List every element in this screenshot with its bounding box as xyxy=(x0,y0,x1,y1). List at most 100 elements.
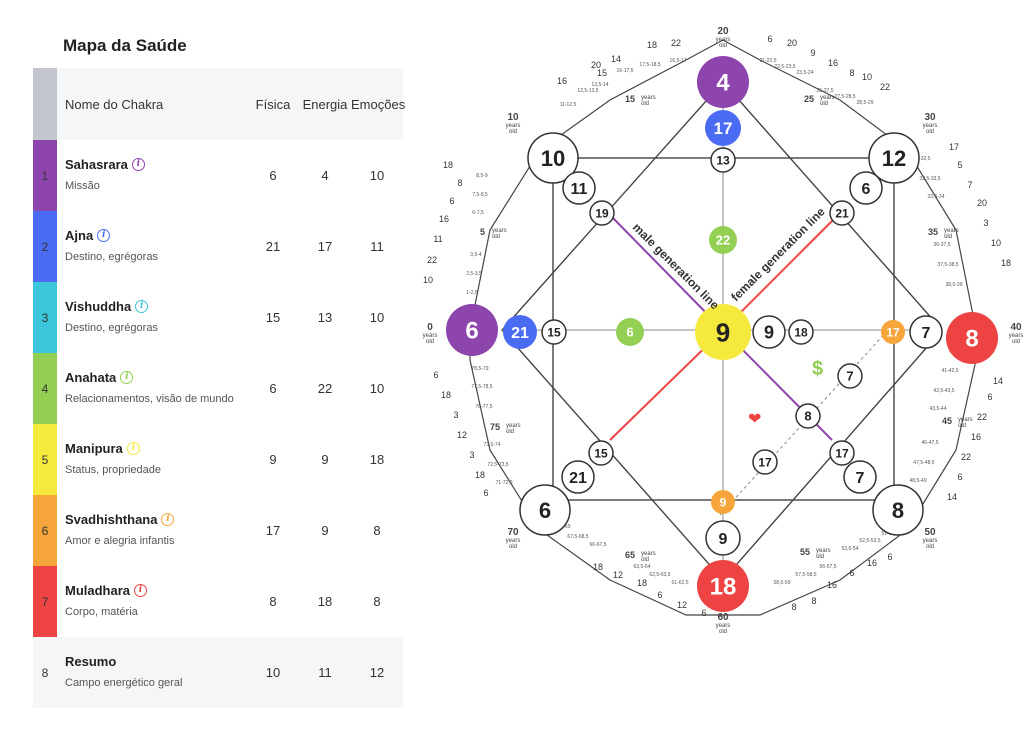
tick-label: 13,5-14 xyxy=(592,82,609,88)
age-label: 5 xyxy=(480,227,485,237)
tick-label: 22 xyxy=(977,412,987,422)
age-label: 70 xyxy=(507,527,519,538)
tick-label: 67,5-68,5 xyxy=(567,534,588,540)
chakra-description: Destino, egrégoras xyxy=(65,321,158,334)
age-years-label: years xyxy=(1009,333,1024,339)
circle-value: 8 xyxy=(965,326,978,353)
tick-label: 16 xyxy=(867,558,877,568)
tick-label: 17,5-18,5 xyxy=(639,62,660,68)
chakra-number: 3 xyxy=(33,282,57,353)
tick-label: 6 xyxy=(701,608,706,618)
dollar-icon: $ xyxy=(812,358,823,380)
circle-top-3: 13 xyxy=(710,147,736,173)
info-icon[interactable]: i xyxy=(97,228,111,242)
chakra-name: Svadhishthana xyxy=(65,511,158,527)
circle-value: 7 xyxy=(846,369,853,384)
tick-label: 8 xyxy=(849,68,854,78)
circle-center: 9 xyxy=(695,304,751,360)
age-old-label: old xyxy=(1012,339,1020,345)
tick-label: 27,5-28,5 xyxy=(834,94,855,100)
info-icon[interactable]: i xyxy=(126,441,140,455)
tick-label: 20 xyxy=(787,38,797,48)
age-old-label: old xyxy=(820,101,828,107)
header-energia: Energia xyxy=(302,96,348,112)
tick-label: 18 xyxy=(475,470,485,480)
circle-value: 9 xyxy=(720,495,727,509)
age-years-label: years xyxy=(506,123,521,129)
circle-value: 7 xyxy=(922,325,931,342)
age-label: 60 xyxy=(717,612,729,623)
circle-value: 17 xyxy=(886,325,900,339)
circle-value: 17 xyxy=(835,446,849,460)
circle-bl-3: 15 xyxy=(588,440,614,466)
circle-value: 6 xyxy=(465,318,478,345)
circle-top-right: 12 xyxy=(868,132,920,184)
tick-label: 56-57,5 xyxy=(820,564,837,570)
age-label: 55 xyxy=(800,547,810,557)
age-label: 65 xyxy=(625,550,635,560)
circle-value: 10 xyxy=(541,146,565,171)
age-old-label: old xyxy=(641,101,649,107)
info-icon[interactable]: i xyxy=(120,370,134,384)
circle-tr-2: 6 xyxy=(849,171,883,205)
tick-label: 16 xyxy=(439,214,449,224)
chakra-number: 2 xyxy=(33,211,57,282)
circle-left: 6 xyxy=(446,304,498,356)
tick-label: 10 xyxy=(423,275,433,285)
circle-right-2: 7 xyxy=(909,315,943,349)
age-years-label: years xyxy=(423,333,438,339)
chakra-number: 6 xyxy=(33,495,57,566)
circle-value: 13 xyxy=(716,153,730,167)
circle-value: 6 xyxy=(626,325,633,340)
tick-label: 22,5-23,5 xyxy=(774,64,795,70)
tick-label: 6 xyxy=(657,590,662,600)
tick-label: 22 xyxy=(961,452,971,462)
circle-value: 8 xyxy=(804,409,811,424)
chakra-description: Amor e alegria infantis xyxy=(65,534,175,547)
chakra-description: Campo energético geral xyxy=(65,676,183,689)
age-years-label: years xyxy=(816,548,831,554)
tick-label: 23,5-24 xyxy=(797,70,814,76)
tick-label: 12,5-13,5 xyxy=(577,88,598,94)
age-old-label: old xyxy=(958,423,966,429)
age-old-label: old xyxy=(492,234,500,240)
tick-label: 10 xyxy=(991,238,1001,248)
age-old-label: old xyxy=(509,129,517,135)
chakra-number: 1 xyxy=(33,140,57,211)
chakra-description: Relacionamentos, visão de mundo xyxy=(65,392,234,405)
tick-label: 22 xyxy=(427,255,437,265)
circle-value: 4 xyxy=(716,70,730,97)
info-icon[interactable]: i xyxy=(135,299,149,313)
tick-label: 18 xyxy=(441,390,451,400)
tick-label: 61-62,5 xyxy=(672,580,689,586)
info-icon[interactable]: i xyxy=(134,583,148,597)
value-v2: 22 xyxy=(317,381,333,396)
age-label: 50 xyxy=(924,527,936,538)
circle-value: 11 xyxy=(571,181,588,198)
tick-label: 6 xyxy=(887,552,892,562)
value-v3: 11 xyxy=(370,239,384,254)
tick-label: 11 xyxy=(433,234,442,244)
age-label: 15 xyxy=(625,94,635,104)
age-label: 30 xyxy=(924,112,936,123)
circle-mid-left: 6 xyxy=(616,318,644,346)
info-icon[interactable]: i xyxy=(161,512,175,526)
tick-label: 12 xyxy=(457,430,467,440)
chakra-name: Resumo xyxy=(65,653,117,669)
age-years-label: years xyxy=(506,538,521,544)
circle-value: 15 xyxy=(594,446,608,460)
age-years-label: years xyxy=(820,95,835,101)
tick-label: 48,5-49 xyxy=(910,478,927,484)
value-v1: 10 xyxy=(265,665,281,680)
age-old-label: old xyxy=(509,544,517,550)
age-years-label: years xyxy=(716,623,731,629)
tick-label: 18 xyxy=(637,578,647,588)
tick-label: 2,5-3,5 xyxy=(466,271,482,277)
circle-bottom-left: 6 xyxy=(519,484,571,536)
info-icon[interactable]: i xyxy=(131,157,145,171)
